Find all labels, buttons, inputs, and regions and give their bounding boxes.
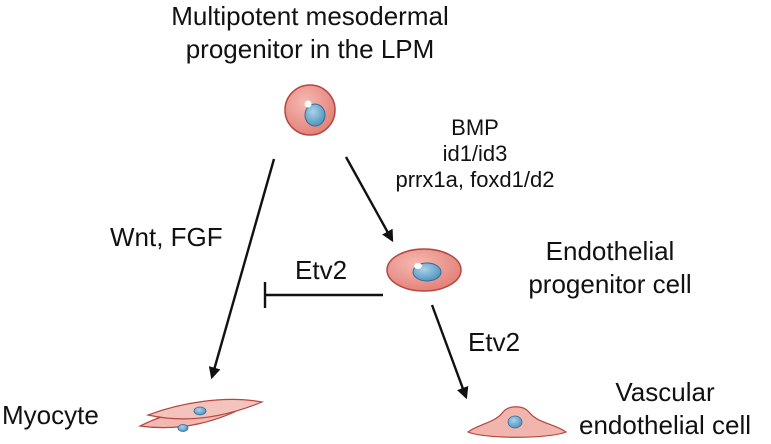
- vascular-line1: Vascular: [615, 377, 715, 407]
- id-label: id1/id3: [442, 141, 508, 166]
- etv2-inhibition-label: Etv2: [295, 255, 348, 285]
- oval-endothelial-progenitor-icon: [386, 248, 462, 292]
- wnt-fgf-label: Wnt, FGF: [110, 222, 223, 252]
- vascular-endothelial-label: Vascular endothelial cell: [560, 376, 770, 442]
- vascular-line2: endothelial cell: [578, 410, 751, 440]
- progenitor-label: Multipotent mesodermal progenitor in the…: [125, 0, 495, 66]
- bmp-signals-label: BMP id1/id3 prrx1a, foxd1/d2: [360, 115, 590, 193]
- myocyte-label: Myocyte: [2, 400, 99, 430]
- endothelial-progenitor-label: Endothelial progenitor cell: [480, 235, 740, 301]
- arrow-to-endothelial-progenitor: [344, 156, 394, 243]
- progenitor-label-line2: progenitor in the LPM: [185, 34, 435, 64]
- myocyte-spindle-cells-icon: [138, 398, 265, 432]
- arrow-to-vascular-cell: [430, 304, 469, 400]
- bmp-label: BMP: [451, 115, 499, 140]
- etv2-vascular-label: Etv2: [468, 327, 521, 357]
- endothelial-progenitor-line1: Endothelial: [545, 236, 675, 266]
- vascular-endothelial-cell-icon: [466, 406, 568, 438]
- inhibition-arrow: [263, 282, 383, 308]
- progenitor-label-line1: Multipotent mesodermal: [171, 1, 449, 31]
- round-progenitor-cell-icon: [284, 84, 336, 136]
- endothelial-progenitor-line2: progenitor cell: [528, 269, 692, 299]
- prrx-foxd-label: prrx1a, foxd1/d2: [395, 167, 555, 192]
- arrow-to-myocyte: [208, 158, 276, 380]
